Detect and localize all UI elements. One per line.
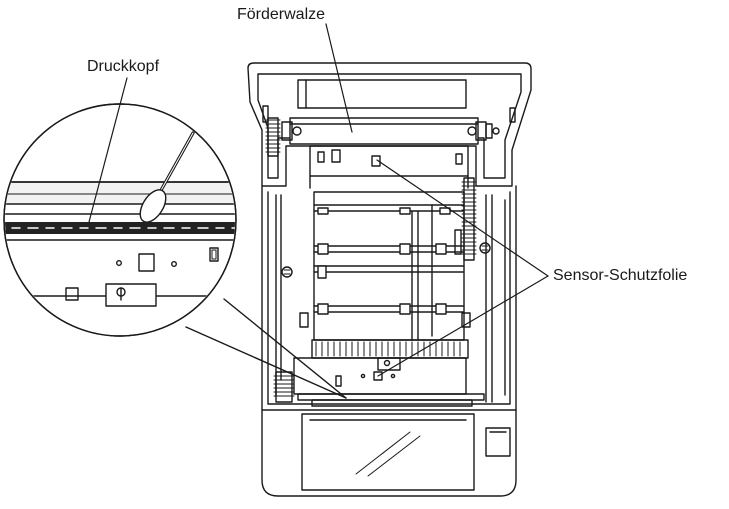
sensor-window-top — [371, 155, 381, 167]
platen-area — [273, 339, 485, 407]
feed-roller — [265, 117, 500, 157]
leader-print-head — [88, 77, 128, 223]
sensor-plate — [309, 145, 469, 189]
magnifier-connector — [185, 298, 347, 399]
gear-strip — [454, 177, 477, 261]
magnified-print-head-view — [3, 103, 237, 337]
paper-guide — [299, 191, 471, 341]
callout-leaders — [88, 23, 549, 377]
cotton-swab — [139, 131, 195, 223]
feed-roller-label: Förderwalze — [237, 6, 326, 23]
sensor-window-bottom — [373, 371, 383, 381]
screws — [281, 242, 491, 278]
sensor-film-label: Sensor-Schutzfolie — [553, 267, 688, 284]
leader-sensor-bottom — [377, 275, 549, 377]
leader-sensor-top — [376, 159, 549, 277]
printer-front — [261, 409, 517, 497]
leader-feed-roller — [325, 23, 353, 133]
printer-main-body — [261, 185, 517, 411]
print-head-label: Druckkopf — [87, 58, 160, 75]
